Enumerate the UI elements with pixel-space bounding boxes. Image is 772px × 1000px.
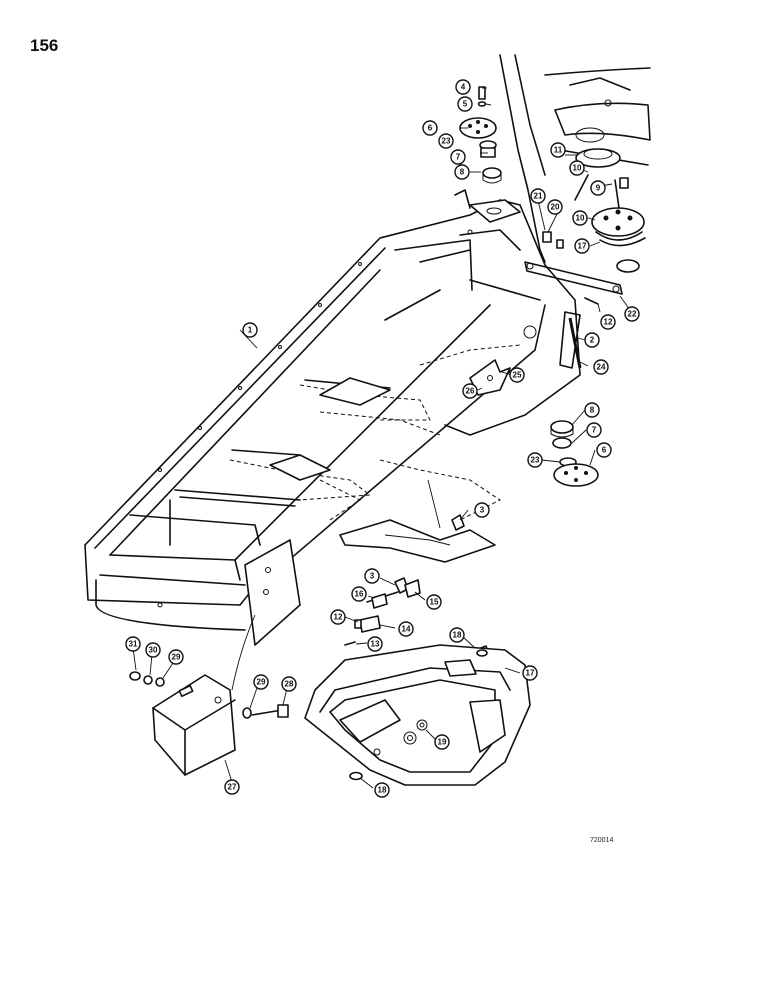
callout-label: 12 (334, 613, 343, 622)
callout-c-8b: 8 (584, 402, 600, 418)
callout-c-6a: 6 (422, 120, 438, 136)
machine-body (499, 54, 651, 263)
callout-label: 26 (466, 387, 475, 396)
callout-c-15: 15 (426, 594, 442, 610)
callout-label: 29 (257, 678, 266, 687)
callout-c-12b: 12 (330, 609, 346, 625)
callout-c-4: 4 (455, 79, 471, 95)
callout-label: 14 (402, 625, 411, 634)
pivot-assembly-upper (574, 148, 646, 273)
callout-label: 22 (628, 310, 637, 319)
callout-label: 3 (370, 572, 375, 581)
callout-c-14: 14 (398, 621, 414, 637)
callout-label: 15 (430, 598, 439, 607)
callout-label: 5 (463, 100, 468, 109)
callout-label: 23 (531, 456, 540, 465)
slide-plates (269, 377, 496, 563)
callout-label: 13 (371, 640, 380, 649)
callout-c-25: 25 (509, 367, 525, 383)
callout-c-5: 5 (457, 96, 473, 112)
callout-c-10a: 10 (569, 160, 585, 176)
leader-lines (132, 87, 631, 789)
callout-label: 11 (554, 146, 563, 155)
callout-label: 8 (460, 168, 465, 177)
callout-c-23b: 23 (527, 452, 543, 468)
callout-label: 4 (461, 83, 466, 92)
callout-label: 30 (149, 646, 158, 655)
callout-label: 20 (551, 203, 560, 212)
callout-c-9: 9 (590, 180, 606, 196)
callout-c-22: 22 (624, 306, 640, 322)
callout-c-13: 13 (367, 636, 383, 652)
callout-label: 21 (534, 192, 543, 201)
callout-c-24: 24 (593, 359, 609, 375)
callout-label: 28 (285, 680, 294, 689)
callout-label: 3 (480, 506, 485, 515)
callout-c-3a: 3 (474, 502, 490, 518)
callout-label: 7 (592, 426, 597, 435)
callout-label: 16 (355, 590, 364, 599)
callout-label: 17 (526, 669, 535, 678)
callout-c-18b: 18 (374, 782, 390, 798)
callout-label: 1 (248, 326, 253, 335)
callout-c-18a: 18 (449, 627, 465, 643)
callout-label: 9 (596, 184, 601, 193)
callout-c-16: 16 (351, 586, 367, 602)
callout-c-29b: 29 (168, 649, 184, 665)
base-plate (304, 644, 531, 786)
callout-c-7b: 7 (586, 422, 602, 438)
callout-c-12a: 12 (600, 314, 616, 330)
callout-c-17b: 17 (522, 665, 538, 681)
callout-label: 29 (172, 653, 181, 662)
callout-c-2: 2 (584, 332, 600, 348)
callout-label: 27 (228, 783, 237, 792)
callout-label: 31 (129, 640, 138, 649)
callout-c-7a: 7 (450, 149, 466, 165)
callout-label: 7 (456, 153, 461, 162)
top-pivot-stack (459, 86, 502, 184)
callout-c-26: 26 (462, 383, 478, 399)
callout-c-8a: 8 (454, 164, 470, 180)
callout-label: 19 (438, 738, 447, 747)
callout-c-28: 28 (281, 676, 297, 692)
callout-c-31: 31 (125, 636, 141, 652)
callout-label: 6 (428, 124, 433, 133)
callout-label: 23 (442, 137, 451, 146)
callout-label: 17 (578, 242, 587, 251)
callout-c-21: 21 (530, 188, 546, 204)
main-frame (84, 189, 581, 646)
callout-c-30: 30 (145, 642, 161, 658)
callout-c-17a: 17 (574, 238, 590, 254)
lower-pivot-stack (550, 420, 599, 487)
counterweight (129, 671, 289, 776)
callout-c-19: 19 (434, 734, 450, 750)
callout-label: 24 (597, 363, 606, 372)
callout-label: 6 (602, 446, 607, 455)
callout-label: 8 (590, 406, 595, 415)
callout-label: 18 (453, 631, 462, 640)
callout-label: 25 (513, 371, 522, 380)
callout-c-6b: 6 (596, 442, 612, 458)
callout-c-10b: 10 (572, 210, 588, 226)
star-plate (469, 359, 511, 396)
callout-c-1: 1 (242, 322, 258, 338)
callout-label: 12 (604, 318, 613, 327)
callout-label: 10 (576, 214, 585, 223)
callout-label: 18 (378, 786, 387, 795)
callout-c-3b: 3 (364, 568, 380, 584)
callout-c-11: 11 (550, 142, 566, 158)
page-number: 156 (30, 36, 59, 55)
callout-c-29a: 29 (253, 674, 269, 690)
callout-c-23a: 23 (438, 133, 454, 149)
drawing-reference: 720014 (590, 837, 614, 844)
callout-label: 2 (590, 336, 595, 345)
callout-label: 10 (573, 164, 582, 173)
callout-c-20: 20 (547, 199, 563, 215)
callout-c-27: 27 (224, 779, 240, 795)
